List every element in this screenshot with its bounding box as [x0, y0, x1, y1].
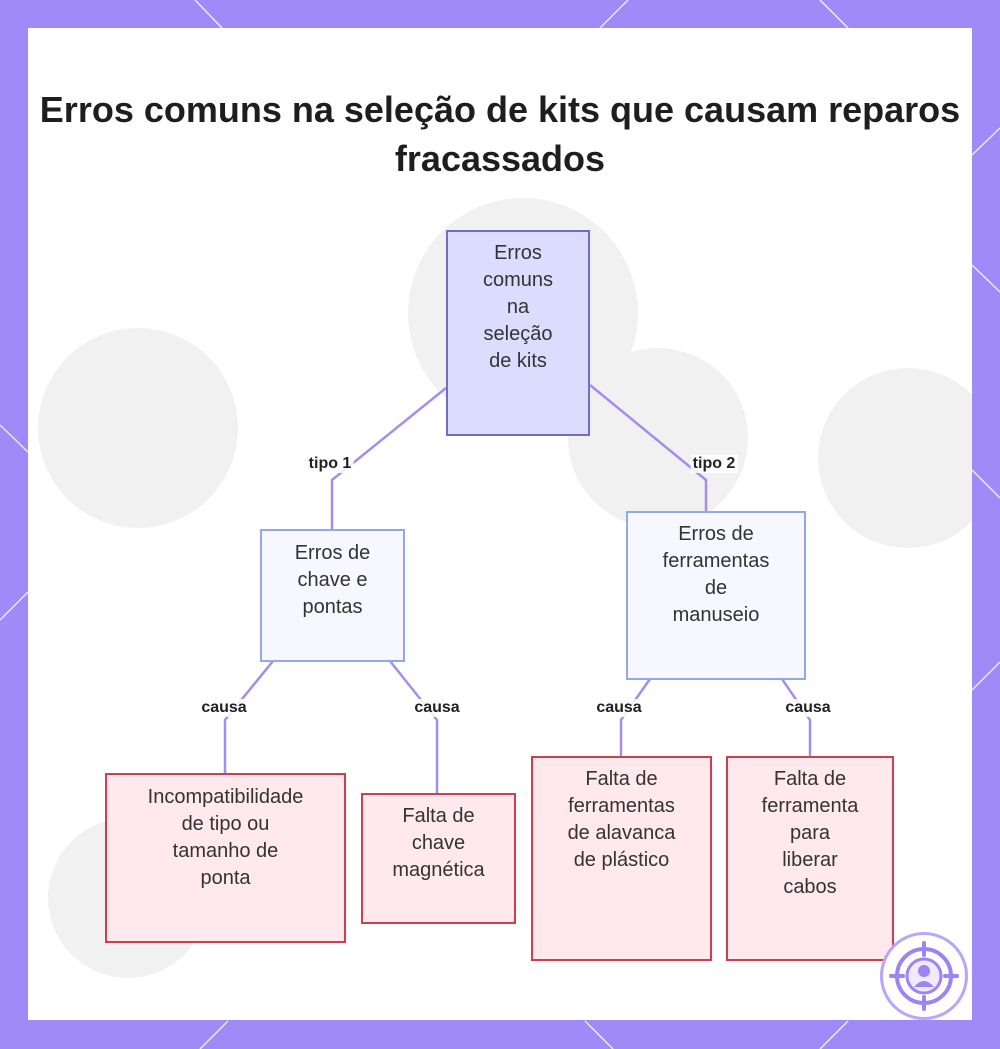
edge-label-type2: tipo 2: [690, 455, 738, 473]
node-leaf2-line: Falta de: [402, 805, 475, 827]
node-leaf-magnetic-driver: Falta de chave magnética: [361, 793, 516, 924]
edge-label-cause3: causa: [594, 699, 644, 717]
node-root-line: na: [506, 296, 530, 318]
node-leaf4-line: liberar: [782, 849, 838, 871]
node-leaf1-line: tamanho de: [172, 840, 279, 862]
node-type2: Erros de ferramentas de manuseio: [626, 511, 806, 680]
node-leaf4-line: para: [789, 822, 831, 844]
node-type2-line: de: [704, 577, 728, 599]
edge-type2-leaf4: [780, 678, 812, 757]
edge-type2-leaf3: [619, 678, 652, 757]
node-root-line: comuns: [482, 269, 554, 291]
node-root-line: seleção: [483, 323, 553, 345]
node-type1-line: chave e: [297, 569, 368, 591]
edge-label-cause1: causa: [199, 699, 249, 717]
node-leaf2-line: magnética: [392, 859, 485, 881]
node-leaf-plastic-pry-tools: Falta de ferramentas de alavanca de plás…: [531, 756, 712, 961]
node-root-line: de kits: [489, 350, 547, 372]
node-leaf4-line: cabos: [783, 876, 837, 898]
edge-type1-leaf2: [389, 660, 439, 793]
edge-root-type1: [330, 387, 447, 530]
node-leaf-cable-release-tool: Falta de ferramenta para liberar cabos: [726, 756, 894, 961]
node-root: Erros comuns na seleção de kits: [446, 230, 590, 436]
node-leaf1-line: ponta: [200, 867, 251, 889]
edge-root-type2: [589, 384, 708, 513]
node-leaf3-line: ferramentas: [568, 795, 675, 817]
node-type1-line: pontas: [302, 596, 363, 618]
edge-label-type1: tipo 1: [306, 455, 354, 473]
node-leaf3-line: Falta de: [585, 768, 658, 790]
node-type1-line: Erros de: [294, 542, 371, 564]
edge-label-cause4: causa: [783, 699, 833, 717]
page-title: Erros comuns na seleção de kits que caus…: [39, 89, 961, 179]
node-leaf4-line: ferramenta: [761, 795, 859, 817]
edge-label-cause2: causa: [412, 699, 462, 717]
node-leaf1-line: de tipo ou: [181, 813, 270, 835]
node-type2-line: Erros de: [678, 523, 754, 545]
node-leaf4-line: Falta de: [773, 768, 847, 790]
node-leaf-tip-mismatch: Incompatibilidade de tipo ou tamanho de …: [105, 773, 346, 943]
node-type2-line: manuseio: [672, 604, 760, 626]
node-type1: Erros de chave e pontas: [260, 529, 405, 662]
node-root-line: Erros: [494, 242, 542, 264]
target-person-icon: [889, 941, 959, 1011]
node-type2-line: ferramentas: [662, 550, 770, 572]
node-leaf1-line: Incompatibilidade: [147, 786, 304, 808]
brand-logo: [880, 932, 968, 1020]
edge-type1-leaf1: [223, 660, 274, 774]
node-leaf3-line: de plástico: [573, 849, 670, 871]
node-leaf3-line: de alavanca: [567, 822, 676, 844]
node-leaf2-line: chave: [411, 832, 466, 854]
